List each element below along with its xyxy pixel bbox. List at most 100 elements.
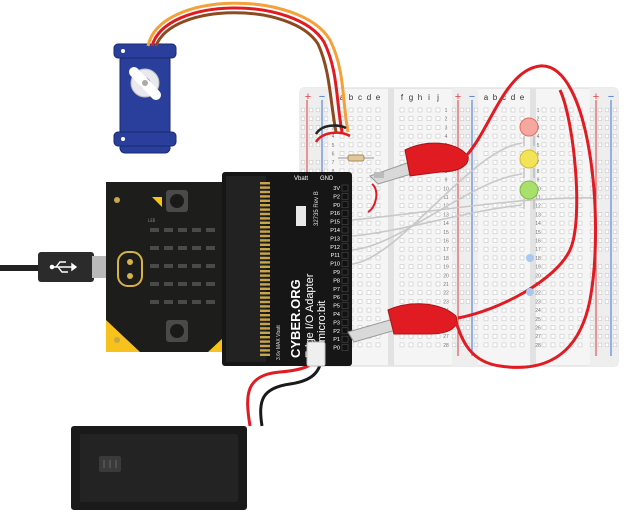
row-number: 17 [443, 247, 449, 253]
led-pixel [192, 246, 201, 250]
column-letter: h [418, 93, 422, 102]
svg-text:3.6v MAX Vbatt: 3.6v MAX Vbatt [276, 325, 282, 360]
edge-connector [260, 182, 270, 356]
gray-wire-1 [351, 204, 523, 237]
row-number: 19 [535, 265, 541, 271]
gray-wire-3 [351, 142, 523, 265]
edge-pin [260, 182, 270, 185]
row-number: 4 [332, 134, 335, 140]
button-a[interactable] [166, 190, 188, 212]
battery-pack [71, 426, 247, 510]
row-number: 2 [445, 117, 448, 123]
microbit-board: LED [106, 182, 240, 352]
edge-pin [260, 208, 270, 211]
servo-wire-orange [146, 1, 350, 133]
edge-pin [260, 309, 270, 312]
battery-wire-black [259, 351, 324, 427]
column-letter: d [367, 93, 371, 102]
header-pin [341, 184, 349, 192]
row-number: 21 [443, 282, 449, 288]
row-number: 7 [332, 160, 335, 166]
row-number: 1 [445, 108, 448, 114]
edge-pin [260, 327, 270, 330]
row-number: 25 [535, 317, 541, 323]
led-pixel [206, 264, 215, 268]
clip-wire-top [454, 64, 598, 369]
led-pixel [192, 282, 201, 286]
pin-label: 3V [333, 186, 340, 192]
pin-label: P3 [333, 320, 340, 326]
led-pixel [164, 246, 173, 250]
row-number: 1 [537, 108, 540, 114]
blue-led-marker-2 [526, 288, 534, 296]
header-pin [341, 260, 349, 267]
pin-label: P9 [333, 270, 340, 276]
row-number: 11 [443, 195, 448, 201]
pin-label: P5 [333, 304, 340, 310]
pin-header: 3VP2P0P16P15P14P13P12P11P10P9P8P7P6P5P4P… [330, 184, 349, 352]
led-pixel [192, 228, 201, 232]
column-letter: d [511, 93, 515, 102]
led-pixel [178, 282, 187, 286]
pin-label: P16 [330, 211, 340, 217]
column-letter: g [409, 93, 413, 102]
button-b[interactable] [166, 320, 188, 342]
edge-pin [260, 331, 270, 334]
mid-rail-plus-label: + [455, 91, 461, 103]
row-number: 9 [537, 178, 540, 184]
edge-pin [260, 300, 270, 304]
svg-text:32735 Rev B: 32735 Rev B [314, 191, 320, 226]
header-pin [341, 319, 349, 326]
right-rail-plus-label: + [593, 91, 599, 103]
gray-wire-2 [351, 173, 523, 251]
led-pixel [206, 246, 215, 250]
edge-pin [260, 287, 270, 290]
edge-pin [260, 212, 270, 216]
edge-pin [260, 353, 270, 356]
edge-pin [260, 248, 270, 251]
header-pin [341, 277, 349, 284]
pin-label: P7 [333, 287, 340, 293]
adapter-title-line1: Edge I/O Adapter [304, 273, 316, 358]
led-pixel [150, 228, 159, 232]
rail-minus-label: − [319, 91, 325, 103]
led-yellow [519, 149, 539, 178]
row-number: 7 [537, 160, 540, 166]
row-number: 26 [535, 326, 541, 332]
led-label: LED [148, 218, 156, 223]
pin-label: P1 [333, 337, 340, 343]
row-number: 20 [443, 273, 449, 279]
edge-pin [260, 186, 270, 189]
adapter-input-label: 3.6v MAX Vbatt [276, 325, 282, 360]
row-number: 13 [443, 212, 449, 218]
row-number: 14 [443, 221, 449, 227]
pin-label: P0 [333, 203, 340, 209]
edge-pin [260, 230, 270, 233]
jumper-red-adapter [367, 183, 378, 213]
mid-rail-minus-label: − [469, 91, 475, 103]
edge-pin [260, 256, 270, 260]
header-pin [341, 235, 349, 242]
microbit-logo [117, 251, 143, 287]
header-pin [341, 218, 349, 225]
column-letter: e [520, 93, 525, 102]
row-number: 12 [535, 204, 541, 210]
edge-pin [260, 344, 270, 348]
edge-pin [260, 305, 270, 308]
pin-label: P14 [330, 228, 340, 234]
header-pin [341, 209, 349, 217]
edge-pin [260, 283, 270, 286]
header-pin [341, 302, 349, 309]
row-number: 16 [443, 239, 449, 245]
jumper-black [314, 124, 347, 135]
edge-pin [260, 243, 270, 246]
row-number: 17 [535, 247, 541, 253]
led-pixel [164, 300, 173, 304]
pin-label: P15 [330, 220, 340, 226]
edge-pin [260, 190, 270, 194]
alligator-clip-bottom [347, 303, 458, 343]
edge-pin [260, 270, 270, 273]
row-number: 16 [535, 239, 541, 245]
column-letter: c [502, 93, 506, 102]
